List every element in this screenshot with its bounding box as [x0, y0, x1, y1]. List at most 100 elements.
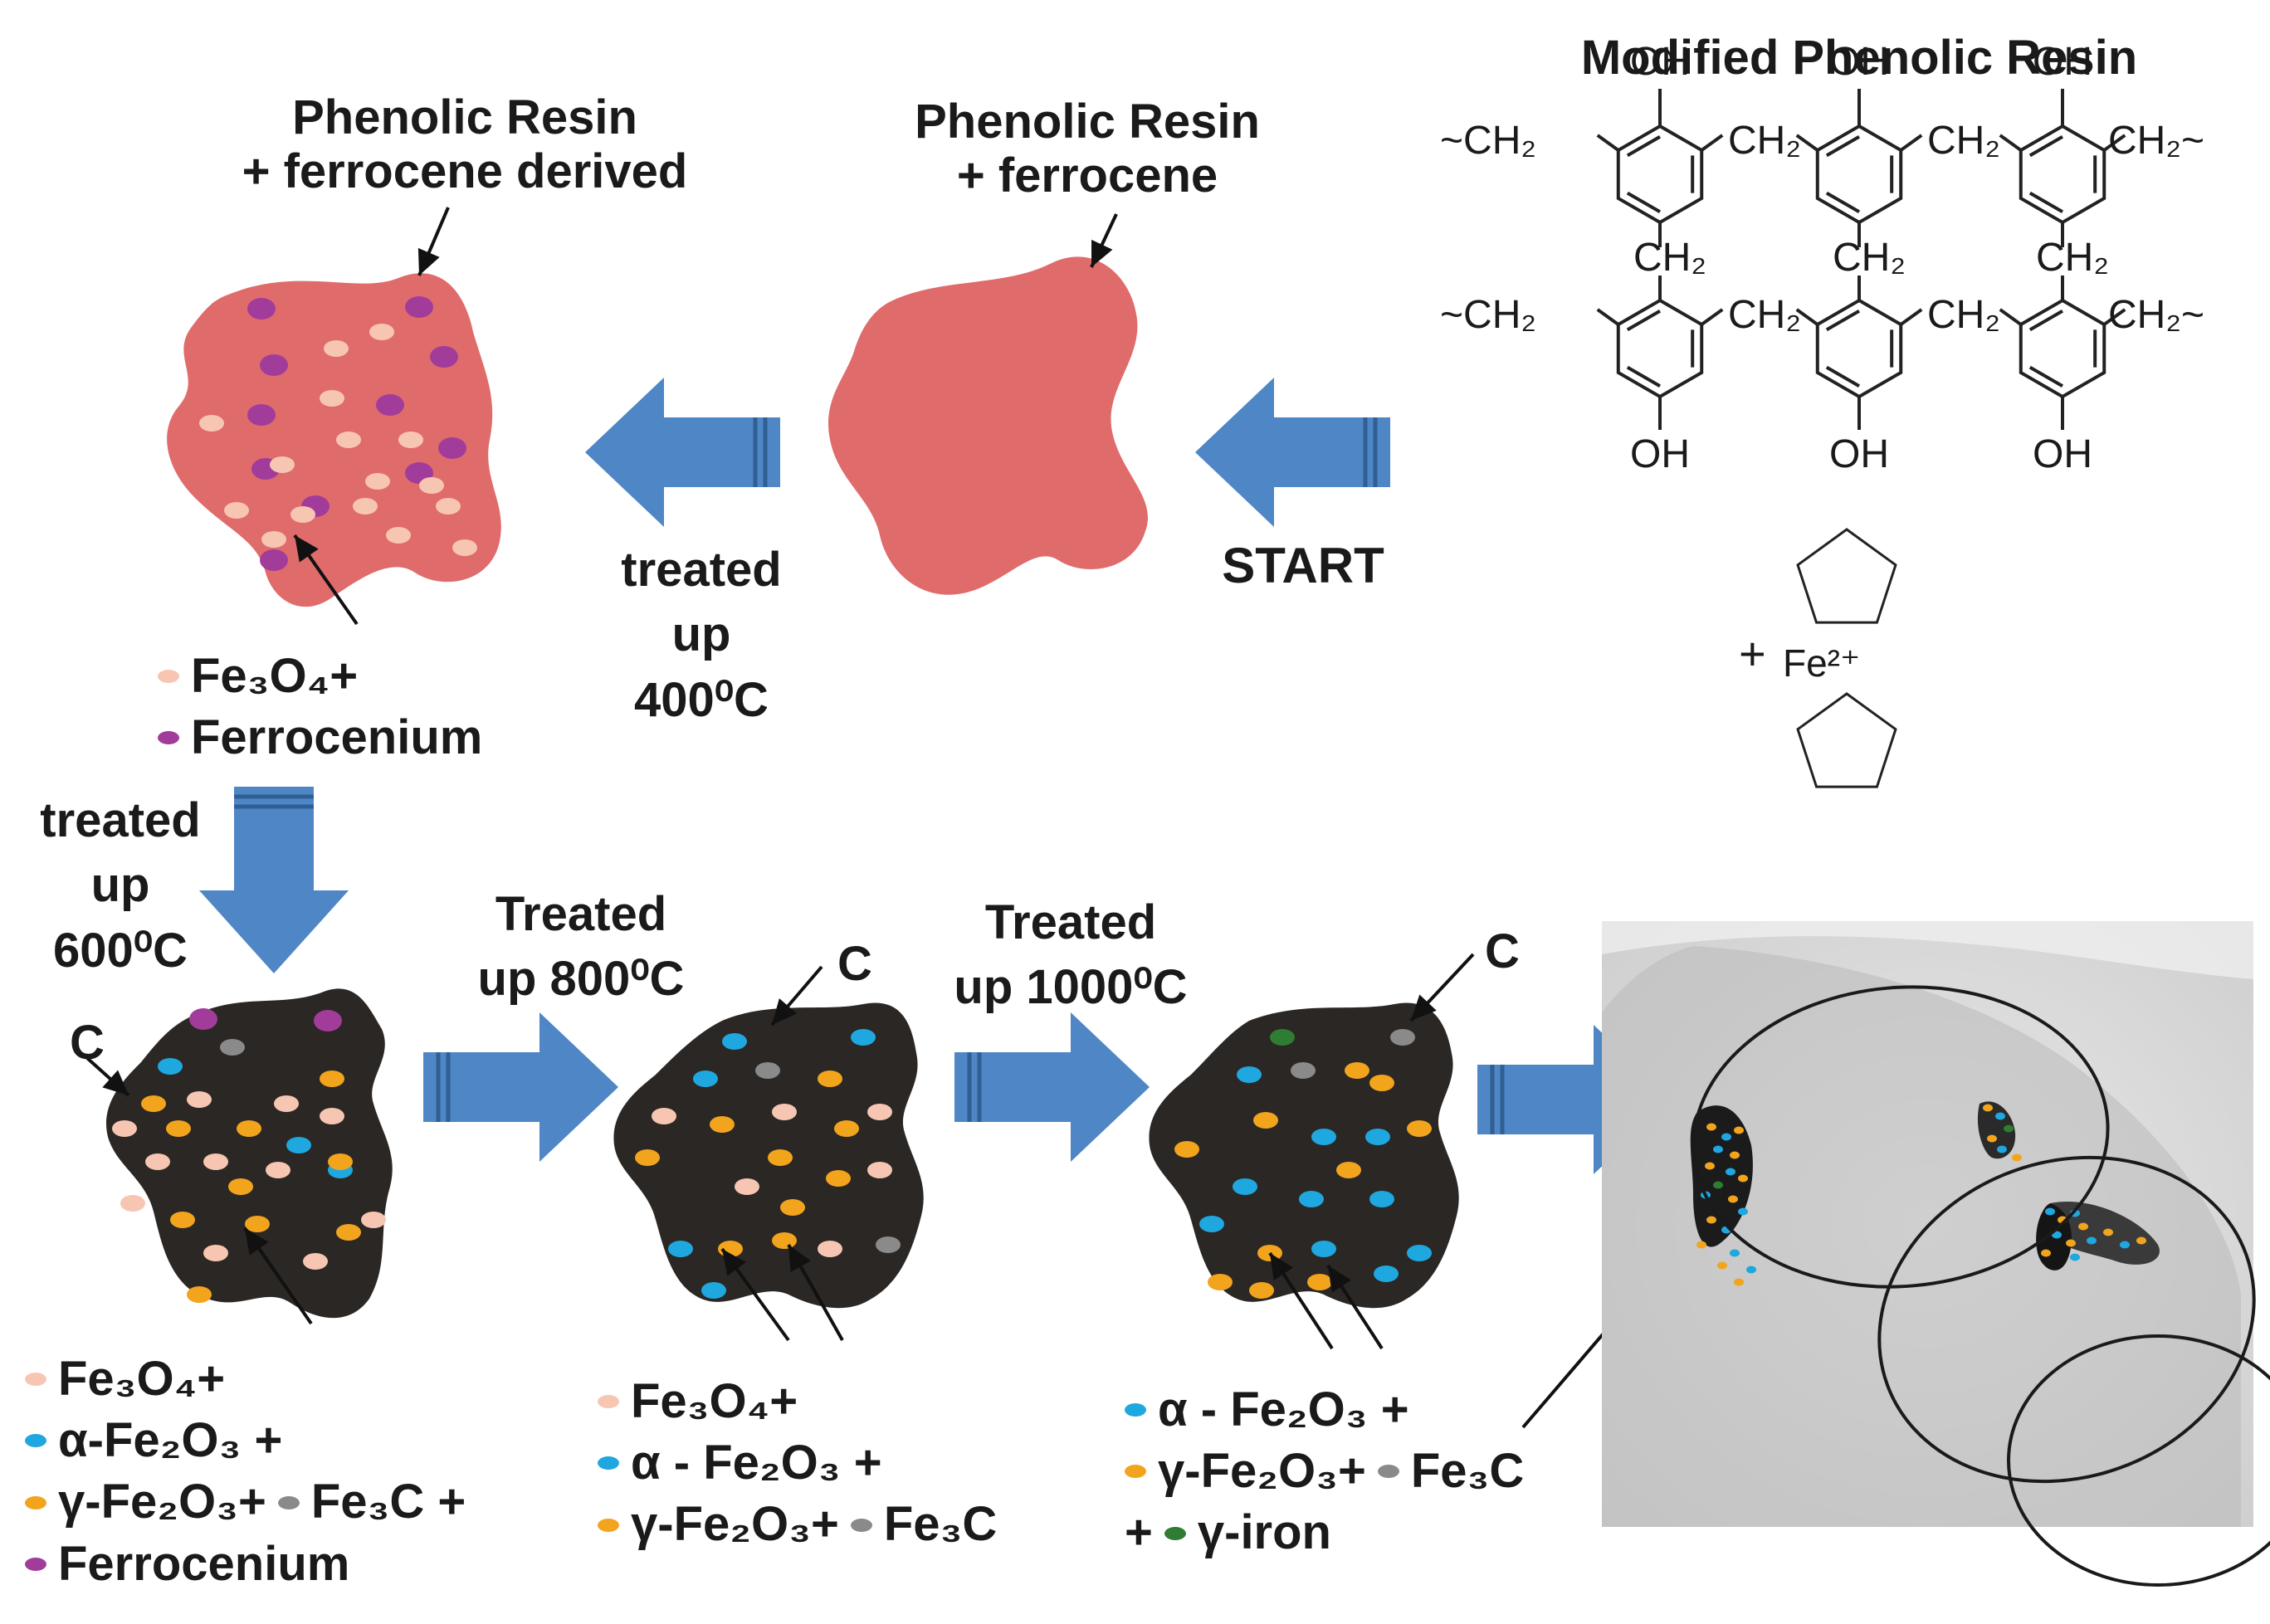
tem-marker-alpha-fe2o3 — [1997, 1145, 2007, 1153]
tem-marker-gamma-fe2o3 — [1734, 1126, 1744, 1134]
particle-gamma-fe2o3 — [1336, 1162, 1361, 1178]
particle-alpha-fe2o3 — [722, 1033, 747, 1050]
tem-marker-gamma-fe2o3 — [1706, 1123, 1716, 1131]
ring-bottom — [1616, 298, 1704, 399]
particle-fe3c — [755, 1062, 780, 1079]
legend-text: α - Fe₂O₃ + — [631, 1436, 882, 1490]
bond-right — [1900, 134, 1923, 152]
legend-text: γ-iron — [1197, 1505, 1331, 1560]
chain-end-right-bottom: CH₂~ — [2108, 293, 2204, 337]
particle-alpha-fe2o3 — [1311, 1129, 1336, 1145]
particle-fe3o4 — [336, 432, 361, 448]
ring-double-bond — [2028, 135, 2064, 158]
label-line: Phenolic Resin — [292, 90, 637, 144]
legend-marker-alpha-fe2o3 — [598, 1456, 619, 1470]
particle-gamma-fe2o3 — [834, 1120, 859, 1137]
tem-marker-gamma-fe2o3 — [1717, 1261, 1727, 1270]
particle-fe3o4 — [452, 539, 477, 556]
legend-derived: Fe₃O₄+ Ferrocenium — [158, 646, 482, 768]
particle-ferrocenium — [247, 298, 276, 319]
pointer-ferrocene — [1090, 213, 1118, 268]
label-line: up — [671, 607, 731, 662]
pointer-carbon-800 — [770, 965, 823, 1027]
ring-outline — [1815, 298, 1903, 399]
arrow-treated-400 — [585, 378, 780, 527]
legend-marker-fe3c — [850, 1518, 872, 1532]
ring-double-bond — [1626, 365, 1662, 388]
particle-gamma-fe2o3 — [1253, 1112, 1278, 1129]
ring-double-bond — [1825, 310, 1861, 332]
legend-row: Fe₃O₄+ — [158, 646, 482, 707]
hydroxyl-label: OH — [1630, 432, 1690, 476]
particle-gamma-fe2o3 — [818, 1070, 842, 1087]
particle-ferrocenium — [189, 1008, 217, 1030]
tem-marker-gamma-fe2o3 — [1983, 1104, 1993, 1112]
particle-fe3o4 — [120, 1195, 145, 1212]
resin-ferrocene-blob — [827, 256, 1149, 595]
pointer-head — [245, 1228, 269, 1256]
particle-fe3c — [876, 1236, 901, 1253]
ring-bottom — [2019, 298, 2106, 399]
particle-alpha-fe2o3 — [1199, 1216, 1224, 1232]
legend-text: Ferrocenium — [191, 710, 483, 765]
label-line: Phenolic Resin — [915, 95, 1260, 149]
ring-bottom — [1815, 298, 1903, 399]
legend-marker-fe3c — [277, 1495, 300, 1509]
bond-left — [1596, 308, 1619, 326]
pointer-particles-800-a — [720, 1247, 790, 1342]
legend-text: Fe₃O₄+ — [191, 649, 359, 703]
tem-marker-gamma-fe2o3 — [1706, 1216, 1716, 1224]
phenolic-resin-structure — [1596, 89, 2126, 788]
ring-double-bond — [1825, 365, 1861, 388]
particle-gamma-fe2o3 — [1345, 1062, 1369, 1079]
legend-prefix: + — [1125, 1505, 1153, 1560]
label-resin-ferrocene: Phenolic Resin + ferrocene — [855, 95, 1320, 203]
tem-marker-gamma-fe2o3 — [2041, 1249, 2051, 1257]
particle-fe3o4 — [353, 498, 378, 515]
bond-right — [1701, 308, 1724, 326]
hydroxyl-label: OH — [2033, 432, 2092, 476]
label-line: Treated — [495, 887, 667, 941]
legend-text: Fe₃C — [883, 1497, 998, 1552]
tem-marker-alpha-fe2o3 — [2087, 1236, 2097, 1245]
bond-right — [2103, 134, 2126, 152]
label-start: START — [1222, 538, 1384, 593]
legend-text: Ferrocenium — [58, 1536, 350, 1591]
legend-row: Fe₃O₄+ — [598, 1371, 997, 1432]
ring-outline — [1616, 124, 1704, 225]
tem-marker-gamma-fe2o3 — [2103, 1228, 2113, 1236]
arrow-body — [585, 378, 780, 527]
tem-marker-alpha-fe2o3 — [1721, 1133, 1731, 1141]
label-line: up 800⁰C — [477, 952, 685, 1007]
legend-marker-fe3o4 — [598, 1395, 619, 1409]
pointer-head — [1328, 1266, 1352, 1293]
legend-marker-ferrocenium — [25, 1557, 46, 1571]
ring-double-bond — [1626, 310, 1662, 332]
label-line: treated — [621, 543, 782, 597]
legend-1000: α - Fe₂O₃ +γ-Fe₂O₃+Fe₃C+γ-iron — [1125, 1379, 1524, 1564]
tem-marker-alpha-fe2o3 — [2045, 1207, 2055, 1216]
legend-marker-gamma-iron — [1164, 1526, 1186, 1540]
carbon-blob-1000 — [1149, 1002, 1459, 1309]
ring-double-bond — [1825, 135, 1861, 158]
particle-fe3o4 — [735, 1178, 759, 1195]
tem-marker-gamma-fe2o3 — [2066, 1239, 2076, 1247]
pointer-particles-800-b — [787, 1244, 844, 1341]
pointer-particles-600 — [243, 1227, 313, 1325]
particle-fe3o4 — [361, 1212, 386, 1228]
particle-layer — [112, 296, 1432, 1303]
tem-image-panel — [1602, 921, 2270, 1587]
particle-gamma-fe2o3 — [245, 1216, 270, 1232]
arrow-body — [1195, 378, 1390, 527]
ring-double-bond — [1825, 191, 1861, 213]
structure-title: Modified Phenolic Resin — [1580, 31, 2138, 85]
label-line: + ferrocene — [956, 148, 1218, 202]
particle-ferrocenium — [376, 394, 404, 416]
particle-fe3o4 — [398, 432, 423, 448]
legend-row: γ-Fe₂O₃+Fe₃C — [1125, 1441, 1524, 1502]
legend-marker-gamma-fe2o3 — [598, 1518, 619, 1532]
bond-left — [1596, 134, 1619, 152]
pointer-head — [417, 247, 440, 276]
particle-alpha-fe2o3 — [851, 1029, 876, 1046]
